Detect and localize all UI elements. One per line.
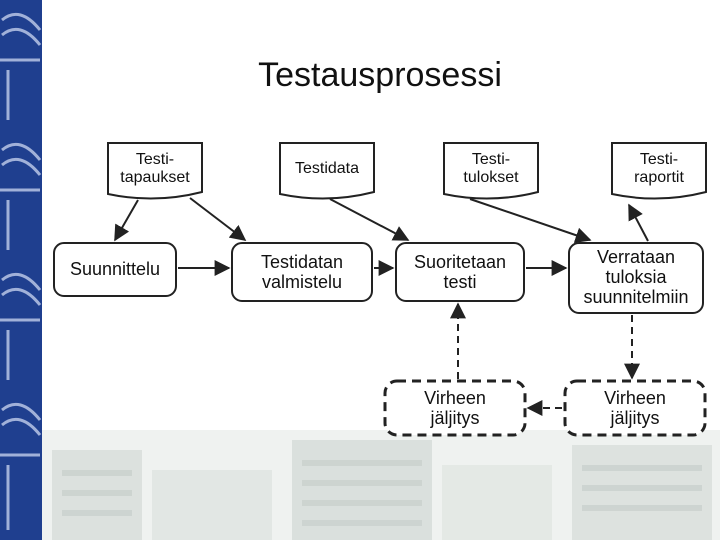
doc-shape-testitapaukset: [107, 142, 203, 200]
process-shape-suoritetaan-testi: [395, 242, 525, 302]
document-label-line1: Testi-: [471, 151, 511, 169]
document-label-line2: raportit: [634, 169, 684, 186]
arrow-verrataan-to-testiraportit: [628, 203, 649, 242]
trace-label-line2: jäljitys: [610, 408, 660, 428]
trace-label-line1: Virheen: [424, 387, 486, 408]
arrow-testitapaukset-to-valmistelu: [189, 197, 247, 241]
document-testiraportit: Testi- raportit: [612, 146, 706, 192]
process-label-line1: Testidatan: [260, 251, 344, 272]
process-testidatan-valmistelu: Testidatan valmistelu: [232, 243, 372, 301]
process-shape-verrataan: [568, 242, 704, 314]
document-label-line2: tapaukset: [120, 169, 190, 186]
process-label-line1: Verrataan: [596, 246, 676, 267]
document-label-line2: tulokset: [463, 169, 519, 186]
process-label-line1: Suoritetaan: [413, 251, 507, 272]
process-label-line1: Suunnittelu: [69, 259, 161, 280]
building-photo-background: [42, 430, 720, 540]
document-label-line1: Testi-: [135, 151, 175, 169]
document-label-line1: Testidata: [294, 160, 360, 178]
process-suunnittelu: Suunnittelu: [54, 243, 176, 296]
process-label-line2: tuloksia: [605, 266, 667, 287]
doc-shape-testidata: [279, 142, 375, 200]
document-testitulokset: Testi- tulokset: [444, 146, 538, 192]
doc-shape-testitulokset: [443, 142, 539, 200]
decorative-stripe: [0, 0, 42, 540]
process-label-line3: suunnitelmiin: [583, 287, 689, 308]
doc-shape-testiraportit: [611, 142, 707, 200]
process-label-line2: testi: [443, 272, 477, 292]
document-label-line1: Testi-: [639, 151, 679, 169]
arrow-testitapaukset-to-suunnittelu: [114, 199, 139, 242]
arrow-testidata-to-suoritus: [329, 198, 410, 241]
slide-title: Testausprosessi: [258, 56, 502, 94]
process-shape-testidatan-valmistelu: [231, 242, 373, 302]
process-label-line2: valmistelu: [261, 272, 343, 292]
process-suoritetaan-testi: Suoritetaan testi: [396, 243, 524, 301]
trace-shape-1: [383, 379, 527, 437]
process-shape-suunnittelu: [53, 242, 177, 297]
document-testitapaukset: Testi- tapaukset: [108, 146, 202, 192]
document-testidata: Testidata: [280, 146, 374, 192]
trace-shape-2: [563, 379, 707, 437]
trace-box-2: Virheen jäljitys: [565, 381, 705, 435]
arrow-testitulokset-to-verrataan: [469, 198, 592, 243]
trace-label-line1: Virheen: [604, 387, 666, 408]
trace-box-1: Virheen jäljitys: [385, 381, 525, 435]
process-verrataan: Verrataan tuloksia suunnitelmiin: [569, 241, 703, 313]
trace-label-line2: jäljitys: [430, 408, 480, 428]
